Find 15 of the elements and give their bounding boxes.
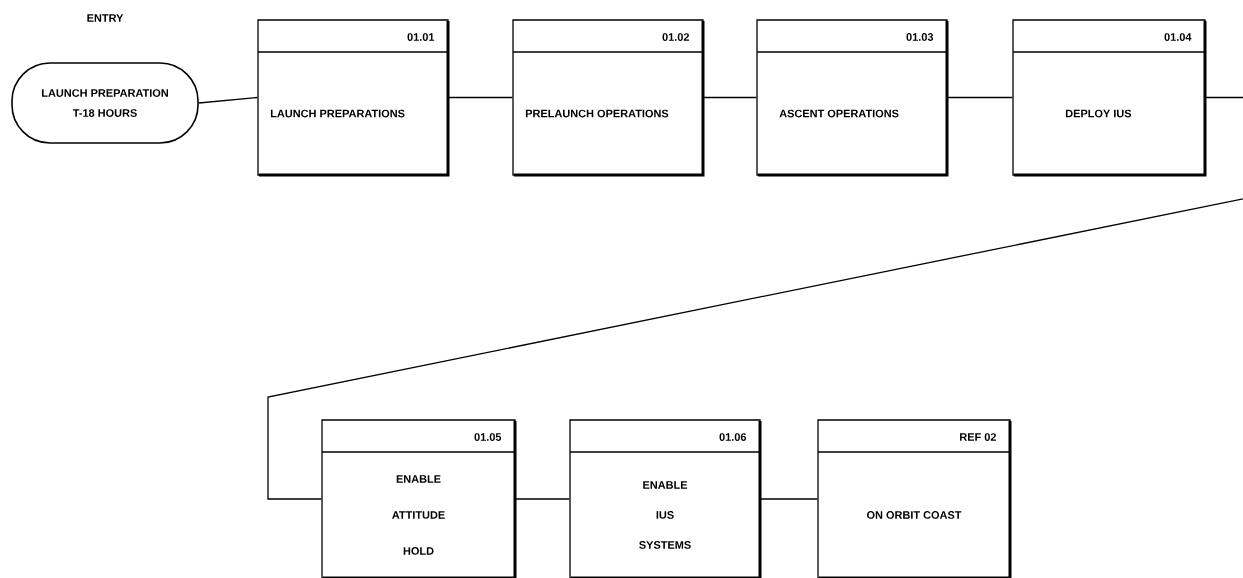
process-box: 01.01 LAUNCH PREPARATIONS [257,19,450,177]
connector-line [198,96,258,104]
process-box: 01.05 ENABLE ATTITUDE HOLD [321,419,517,578]
entry-label: ENTRY [87,14,124,22]
process-box: 01.06 ENABLE IUS SYSTEMS [569,419,762,578]
connector-line [515,498,570,500]
connector-line [760,498,818,500]
connector-line [703,96,757,99]
connector-line [267,96,1243,500]
connector-line [947,96,1013,99]
process-box: 01.04 DEPLOY IUS [1012,19,1207,177]
process-box: 01.02 PRELAUNCH OPERATIONS [512,19,705,177]
process-box: 01.03 ASCENT OPERATIONS [756,19,949,177]
connector-line [448,96,513,99]
process-box: REF 02 ON ORBIT COAST [817,419,1012,578]
